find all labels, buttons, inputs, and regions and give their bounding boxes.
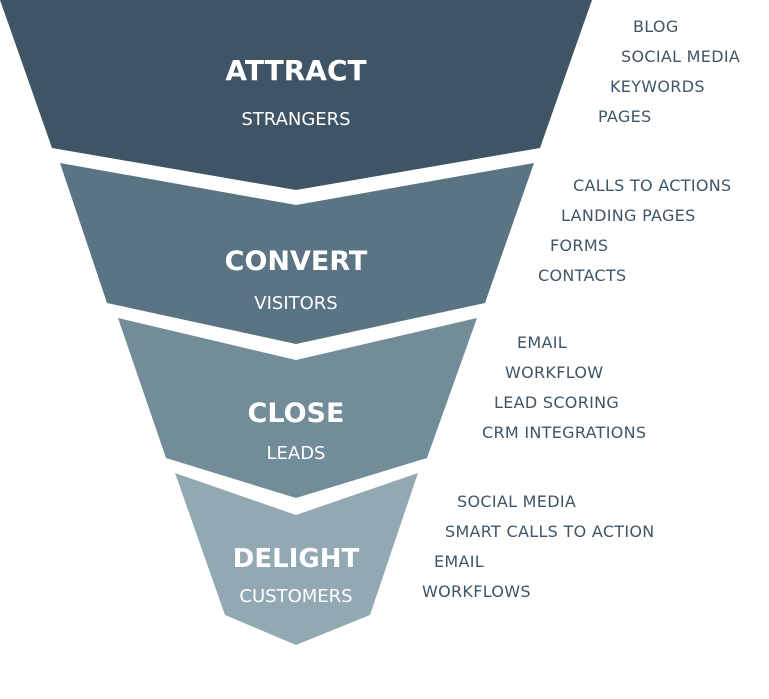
tactic-item: SOCIAL MEDIA <box>621 47 740 66</box>
stage-title-attract: ATTRACT <box>225 54 366 87</box>
stage-title-close: CLOSE <box>248 398 345 429</box>
stage-subtitle-convert: VISITORS <box>254 293 337 314</box>
tactic-item: EMAIL <box>434 552 484 571</box>
funnel-stage-delight: DELIGHT CUSTOMERS <box>175 473 418 645</box>
stage-title-convert: CONVERT <box>225 246 368 277</box>
tactic-item: EMAIL <box>517 333 567 352</box>
tactics-attract: BLOG SOCIAL MEDIA KEYWORDS PAGES <box>598 17 740 126</box>
tactic-item: FORMS <box>550 236 608 255</box>
tactic-item: WORKFLOW <box>505 363 603 382</box>
funnel-segment-attract <box>0 0 592 190</box>
tactic-item: SMART CALLS TO ACTION <box>445 522 655 541</box>
stage-subtitle-attract: STRANGERS <box>241 109 350 130</box>
tactic-item: CRM INTEGRATIONS <box>482 423 646 442</box>
tactic-item: LANDING PAGES <box>561 206 696 225</box>
tactics-convert: CALLS TO ACTIONS LANDING PAGES FORMS CON… <box>538 176 732 285</box>
tactic-item: WORKFLOWS <box>422 582 531 601</box>
funnel-stage-close: CLOSE LEADS <box>118 318 477 498</box>
tactic-item: SOCIAL MEDIA <box>457 492 576 511</box>
tactic-item: KEYWORDS <box>610 77 705 96</box>
tactic-item: CALLS TO ACTIONS <box>573 176 732 195</box>
stage-title-delight: DELIGHT <box>233 544 360 574</box>
tactics-close: EMAIL WORKFLOW LEAD SCORING CRM INTEGRAT… <box>482 333 646 442</box>
funnel-stage-convert: CONVERT VISITORS <box>60 163 534 344</box>
tactics-delight: SOCIAL MEDIA SMART CALLS TO ACTION EMAIL… <box>422 492 655 601</box>
funnel-segment-convert <box>60 163 534 344</box>
funnel-segment-close <box>118 318 477 498</box>
funnel-segment-delight <box>175 473 418 645</box>
stage-subtitle-delight: CUSTOMERS <box>239 586 352 607</box>
funnel-stage-attract: ATTRACT STRANGERS <box>0 0 592 190</box>
tactic-item: BLOG <box>633 17 679 36</box>
tactic-item: PAGES <box>598 107 651 126</box>
tactic-item: LEAD SCORING <box>494 393 619 412</box>
tactic-item: CONTACTS <box>538 266 626 285</box>
stage-subtitle-close: LEADS <box>266 443 325 464</box>
